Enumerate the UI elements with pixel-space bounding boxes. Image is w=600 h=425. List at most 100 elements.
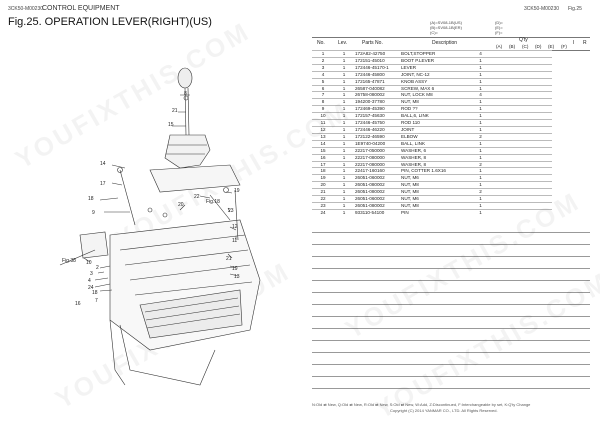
row-lev: 1 — [342, 189, 346, 195]
fig-ref-18: Fig.18 — [206, 199, 220, 205]
callout-number: 4 — [88, 278, 91, 284]
row-description: JOINT, NC-12 — [401, 71, 430, 77]
row-qty-a: 1 — [479, 168, 482, 174]
row-qty-empty — [500, 202, 513, 209]
row-qty-a: 1 — [479, 126, 482, 132]
empty-row-line — [312, 268, 590, 269]
row-qty-a: 1 — [479, 85, 482, 91]
empty-row-line — [312, 388, 590, 389]
row-description: ROD 110 — [401, 120, 420, 126]
figure-title: Fig.25. OPERATION LEVER(RIGHT)(US) — [8, 16, 212, 28]
callout-number: 14 — [100, 161, 106, 167]
row-lev: 1 — [342, 209, 346, 215]
row-parts-no: 26051-080002 — [355, 202, 385, 208]
row-qty-a: 1 — [479, 209, 482, 215]
row-parts-no: 26051-060002 — [355, 175, 385, 181]
row-qty-empty — [513, 85, 526, 92]
callout-number: 9 — [92, 210, 95, 216]
empty-row-line — [312, 256, 590, 257]
callout-number: 7 — [95, 298, 98, 304]
callout-number: 19 — [232, 266, 238, 272]
row-qty-empty — [539, 51, 552, 58]
qty-col-f: (F) — [561, 44, 567, 49]
row-description: JOINT — [401, 126, 415, 132]
row-description: NUT, M8 — [401, 99, 419, 105]
qty-col-c: (C) — [522, 44, 529, 49]
callout-number: 21 — [172, 108, 178, 114]
row-qty-empty — [487, 78, 500, 85]
row-no: 12 — [320, 126, 326, 132]
row-lev: 1 — [342, 175, 346, 181]
row-qty-empty — [500, 189, 513, 196]
qty-col-d: (D) — [535, 44, 542, 49]
row-qty-empty — [539, 78, 552, 85]
callout-number: 23 — [228, 208, 234, 214]
row-qty-empty — [500, 209, 513, 215]
row-lev: 1 — [342, 64, 346, 70]
row-parts-no: 194200-37780 — [355, 99, 385, 105]
callout-number: 18 — [88, 196, 94, 202]
row-qty-empty — [487, 126, 500, 133]
row-description: NUT, M6 — [401, 196, 419, 202]
row-parts-no: 26758-080002 — [355, 92, 385, 98]
row-lev: 1 — [342, 51, 346, 56]
row-qty-a: 4 — [479, 51, 482, 56]
row-lev: 1 — [342, 140, 346, 146]
row-qty-empty — [513, 113, 526, 120]
row-qty-empty — [500, 147, 513, 154]
row-parts-no: 172165-47871 — [355, 78, 385, 84]
row-qty-a: 2 — [479, 161, 482, 167]
callout-number: 12 — [232, 224, 238, 230]
row-qty-empty — [500, 99, 513, 106]
row-qty-empty — [526, 85, 539, 92]
copyright: Copyright (C) 2014 YANMAR CO., LTD. All … — [390, 408, 498, 413]
row-qty-empty — [526, 126, 539, 133]
row-qty-empty — [513, 140, 526, 147]
row-no: 3 — [321, 64, 325, 70]
callout-number: 24 — [88, 285, 94, 291]
row-qty-a: 1 — [479, 140, 482, 146]
row-qty-empty — [500, 196, 513, 203]
row-no: 17 — [320, 161, 326, 167]
col-description: Description — [432, 40, 458, 46]
row-qty-empty — [539, 133, 552, 140]
row-parts-no: 26051-080002 — [355, 182, 385, 188]
row-qty-empty — [500, 57, 513, 64]
row-no: 16 — [320, 154, 326, 160]
row-qty-empty — [513, 64, 526, 71]
row-lev: 1 — [342, 113, 346, 119]
row-qty-a: 2 — [479, 189, 482, 195]
row-parts-no: 172469-45390 — [355, 106, 385, 112]
row-qty-empty — [487, 147, 500, 154]
row-qty-empty — [539, 154, 552, 161]
row-qty-empty — [539, 126, 552, 133]
callout-number: 10 — [86, 260, 92, 266]
empty-row-line — [312, 340, 590, 341]
row-qty-empty — [526, 92, 539, 99]
